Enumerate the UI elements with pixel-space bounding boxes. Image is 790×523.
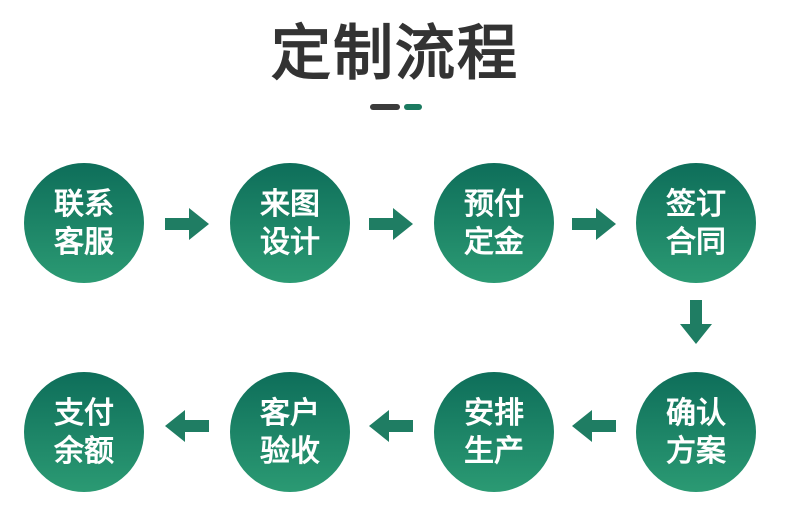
- step-label-3: 预付 定金: [464, 187, 524, 260]
- title-underline-green: [404, 104, 422, 110]
- step-circle-3: 预付 定金: [434, 163, 554, 283]
- step-label-6: 安排 生产: [464, 396, 524, 469]
- step-label-7: 客户 验收: [260, 396, 320, 469]
- arrow-left-icon: [165, 410, 209, 442]
- arrow-right-icon: [165, 208, 209, 240]
- step-label-8: 支付 余额: [54, 396, 114, 469]
- step-label-5: 确认 方案: [666, 396, 726, 469]
- step-label-4: 签订 合同: [666, 187, 726, 260]
- step-circle-7: 客户 验收: [230, 372, 350, 492]
- step-label-2: 来图 设计: [260, 187, 320, 260]
- arrow-down-icon: [680, 300, 712, 344]
- step-circle-1: 联系 客服: [24, 163, 144, 283]
- arrow-right-icon: [572, 208, 616, 240]
- step-label-1: 联系 客服: [54, 187, 114, 260]
- arrow-right-icon: [369, 208, 413, 240]
- step-circle-4: 签订 合同: [636, 163, 756, 283]
- page-title: 定制流程: [271, 19, 519, 89]
- step-circle-6: 安排 生产: [434, 372, 554, 492]
- title-underline-dark: [370, 104, 400, 110]
- step-circle-8: 支付 余额: [24, 372, 144, 492]
- arrow-left-icon: [572, 410, 616, 442]
- arrow-left-icon: [369, 410, 413, 442]
- step-circle-5: 确认 方案: [636, 372, 756, 492]
- step-circle-2: 来图 设计: [230, 163, 350, 283]
